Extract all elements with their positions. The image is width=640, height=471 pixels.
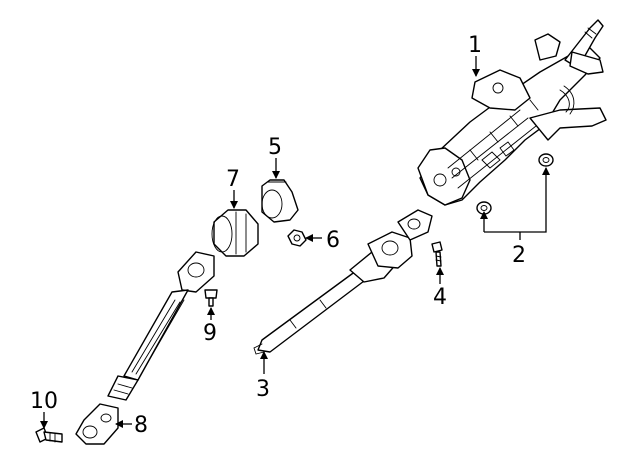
- callout-4: 4: [433, 285, 447, 310]
- callout-2: 2: [512, 243, 526, 268]
- boot-seal: [261, 179, 299, 223]
- dust-cover: [211, 209, 259, 257]
- nut-part-6: [287, 229, 307, 247]
- intermediate-shaft: [253, 209, 433, 355]
- callout-7: 7: [226, 167, 240, 192]
- bolt-part-10: [35, 427, 63, 443]
- bushing-ring-upper: [538, 153, 554, 167]
- callout-labels: 1 2 3 4 5 6 7 8 9 10: [30, 33, 526, 438]
- bolt-part-9: [204, 289, 218, 307]
- bolt-part-4: [431, 241, 443, 267]
- callout-6: 6: [326, 228, 340, 253]
- callout-1: 1: [468, 33, 482, 58]
- leader-lines: [40, 56, 550, 429]
- lower-steering-shaft: [75, 251, 215, 445]
- callout-3: 3: [256, 377, 270, 402]
- callout-5: 5: [268, 135, 282, 160]
- callout-10: 10: [30, 389, 58, 414]
- steering-column-assembly: [417, 19, 607, 206]
- callout-9: 9: [203, 321, 217, 346]
- callout-8: 8: [134, 413, 148, 438]
